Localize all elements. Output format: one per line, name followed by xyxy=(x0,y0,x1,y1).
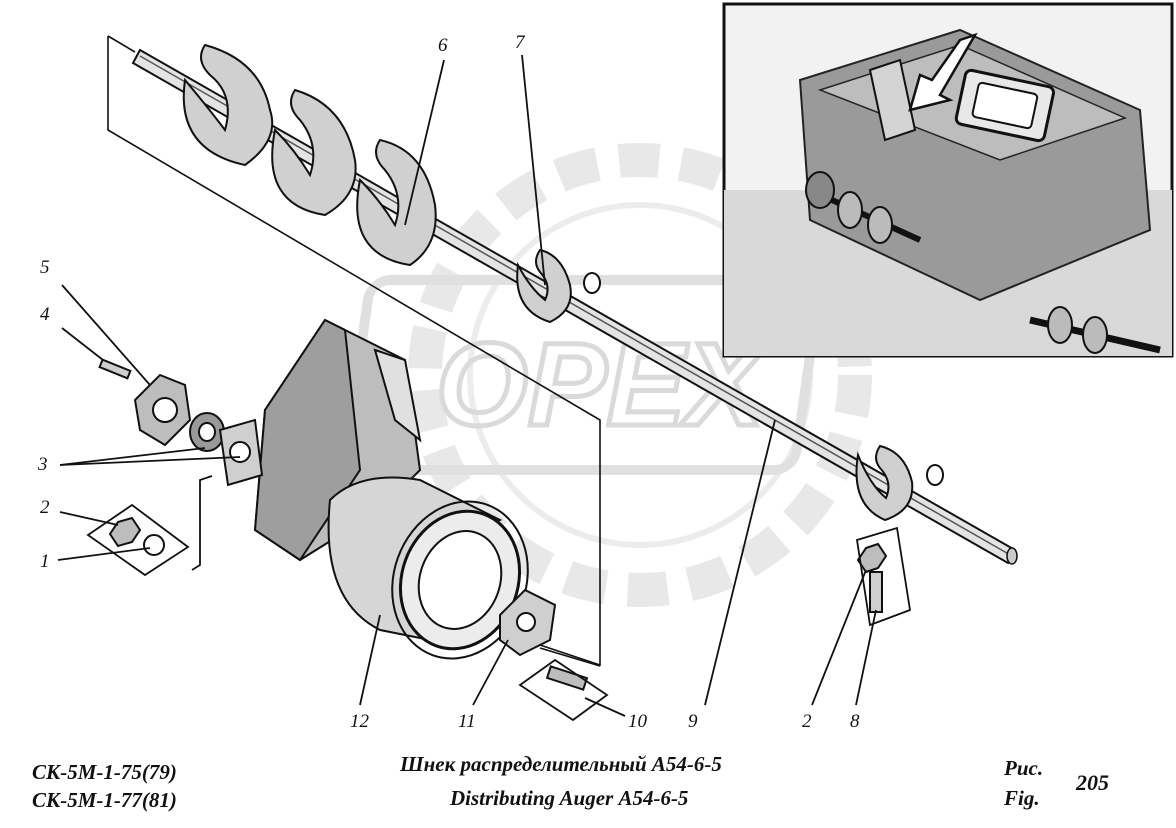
fig-label-en: Fig. xyxy=(1004,786,1040,810)
title-ru: Шнек распределительный А54-6-5 xyxy=(400,752,722,776)
callout-leaders xyxy=(57,54,877,717)
leader-lines xyxy=(107,35,601,667)
callout-2-right: 2 xyxy=(802,711,812,732)
small-parts xyxy=(98,358,888,691)
callout-9: 9 xyxy=(688,711,698,732)
auger-housing xyxy=(253,318,529,660)
callout-8: 8 xyxy=(850,711,860,732)
title-en: Distributing Auger А54-6-5 xyxy=(450,786,689,810)
kit-outlines xyxy=(86,475,912,722)
figure-number: 205 xyxy=(1076,770,1109,795)
callout-4: 4 xyxy=(40,304,50,325)
inset-photo xyxy=(722,2,1174,358)
callout-10: 10 xyxy=(628,711,647,732)
callout-1: 1 xyxy=(40,551,50,572)
model-line-2: СК-5М-1-77(81) xyxy=(32,788,177,812)
callout-3: 3 xyxy=(38,454,48,475)
callout-7: 7 xyxy=(515,32,525,53)
callout-12: 12 xyxy=(350,711,369,732)
auger-flights xyxy=(182,43,944,522)
model-line-1: СК-5М-1-75(79) xyxy=(32,760,177,784)
callout-6: 6 xyxy=(438,35,448,56)
callout-5: 5 xyxy=(40,257,50,278)
fig-label-ru: Рис. xyxy=(1004,756,1044,780)
callout-11: 11 xyxy=(458,711,476,732)
callout-2-left: 2 xyxy=(40,497,50,518)
